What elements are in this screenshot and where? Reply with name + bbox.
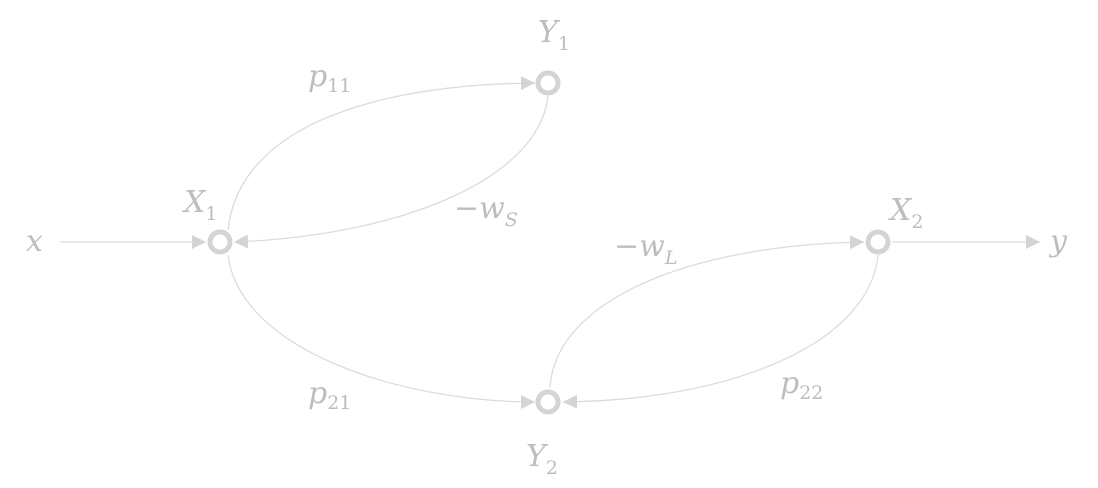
label-X1: X1 <box>182 185 217 225</box>
label-X2: X2 <box>888 193 923 233</box>
gain-labels: p11 −wS −wL p21 p22 <box>308 59 823 414</box>
edge-Y1-to-X1 <box>233 95 549 249</box>
nodes <box>207 70 891 415</box>
label-output-y: y <box>1048 224 1068 259</box>
edge-X1-to-Y1 <box>227 76 536 231</box>
gain-p21: p21 <box>308 376 351 414</box>
edge-Y2-to-X2 <box>549 235 865 389</box>
node-Y1 <box>535 70 561 96</box>
node-Y2 <box>535 389 561 415</box>
gain-minus-ws: −wS <box>454 191 518 231</box>
gain-minus-wL: −wL <box>614 229 677 269</box>
label-Y2: Y2 <box>526 439 558 479</box>
node-labels: x X1 Y1 X2 Y2 y <box>26 15 1068 479</box>
gain-p11: p11 <box>308 59 351 97</box>
node-X2 <box>865 229 891 255</box>
label-input-x: x <box>26 224 43 259</box>
node-X1 <box>207 229 233 255</box>
gain-p22: p22 <box>780 366 823 404</box>
edges <box>60 76 1040 409</box>
edge-X2-to-Y2 <box>562 254 879 409</box>
edge-X1-to-Y2 <box>227 254 536 409</box>
label-Y1: Y1 <box>538 15 570 55</box>
